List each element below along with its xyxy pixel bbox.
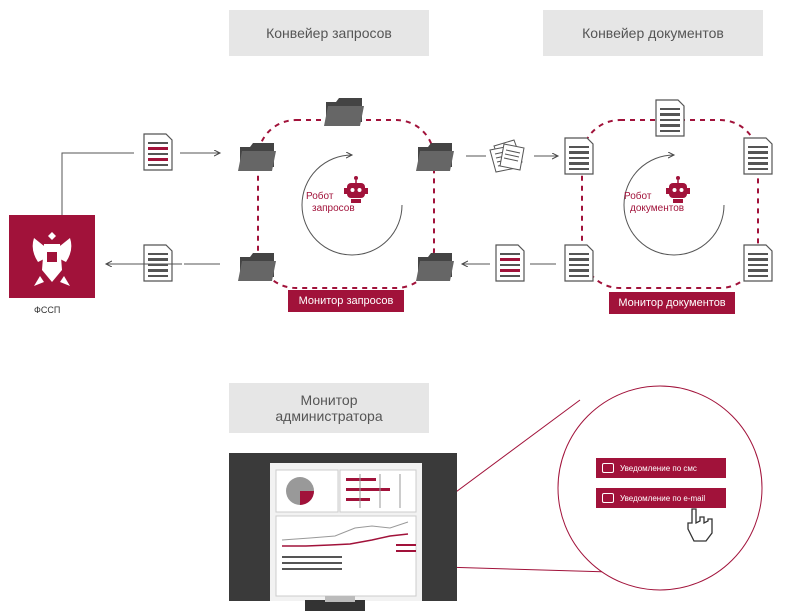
- connector-line: [61, 152, 134, 215]
- document-stack-icon: [489, 139, 525, 173]
- folder-icon: [416, 253, 454, 281]
- requests-robot-label: Робот запросов: [306, 191, 355, 215]
- sms-notification-button[interactable]: Уведомление по смс: [596, 458, 726, 478]
- requests-pipeline-header: Конвейер запросов: [229, 10, 429, 56]
- folder-icon: [416, 143, 454, 171]
- folder-icon: [238, 253, 276, 281]
- documents-pipeline-title: Конвейер документов: [582, 25, 724, 41]
- documents-monitor-label: Монитор документов: [618, 297, 726, 309]
- document-icon: [743, 244, 773, 282]
- chat-icon: [602, 463, 614, 473]
- fssp-label: ФССП: [34, 305, 61, 315]
- document-icon: [564, 244, 594, 282]
- robot-label-line2: документов: [630, 203, 685, 214]
- robot-label-line1: Робот: [624, 191, 652, 202]
- fssp-emblem: [9, 215, 95, 298]
- requests-monitor-label: Монитор запросов: [298, 295, 394, 307]
- folder-icon: [238, 143, 276, 171]
- email-notification-label: Уведомление по e-mail: [620, 493, 706, 503]
- document-icon: [143, 244, 173, 282]
- robot-label-line1: Робот: [306, 191, 334, 202]
- robot-icon: [344, 176, 368, 203]
- robot-label-line2: запросов: [312, 203, 355, 214]
- admin-monitor-header: Монитор администратора: [229, 383, 429, 433]
- documents-pipeline-header: Конвейер документов: [543, 10, 763, 56]
- documents-robot-circle: [623, 155, 725, 256]
- documents-monitor-button[interactable]: Монитор документов: [609, 292, 735, 314]
- robot-icon: [666, 176, 690, 203]
- sms-notification-label: Уведомление по смс: [620, 463, 697, 473]
- admin-monitor-title-line2: администратора: [275, 408, 383, 424]
- envelope-icon: [602, 493, 614, 503]
- document-icon: [743, 137, 773, 175]
- document-icon: [143, 133, 173, 171]
- document-icon: [564, 137, 594, 175]
- admin-monitor-screen: [229, 453, 457, 611]
- documents-robot-label: Робот документов: [624, 191, 684, 215]
- requests-robot-circle: [301, 155, 403, 256]
- requests-pipeline-title: Конвейер запросов: [266, 25, 392, 41]
- folder-icon: [324, 98, 364, 126]
- hand-cursor-icon: [687, 508, 713, 542]
- requests-monitor-button[interactable]: Монитор запросов: [288, 290, 404, 312]
- email-notification-button[interactable]: Уведомление по e-mail: [596, 488, 726, 508]
- admin-monitor-title-line1: Монитор: [300, 392, 358, 408]
- document-icon: [655, 99, 685, 137]
- document-icon: [495, 244, 525, 282]
